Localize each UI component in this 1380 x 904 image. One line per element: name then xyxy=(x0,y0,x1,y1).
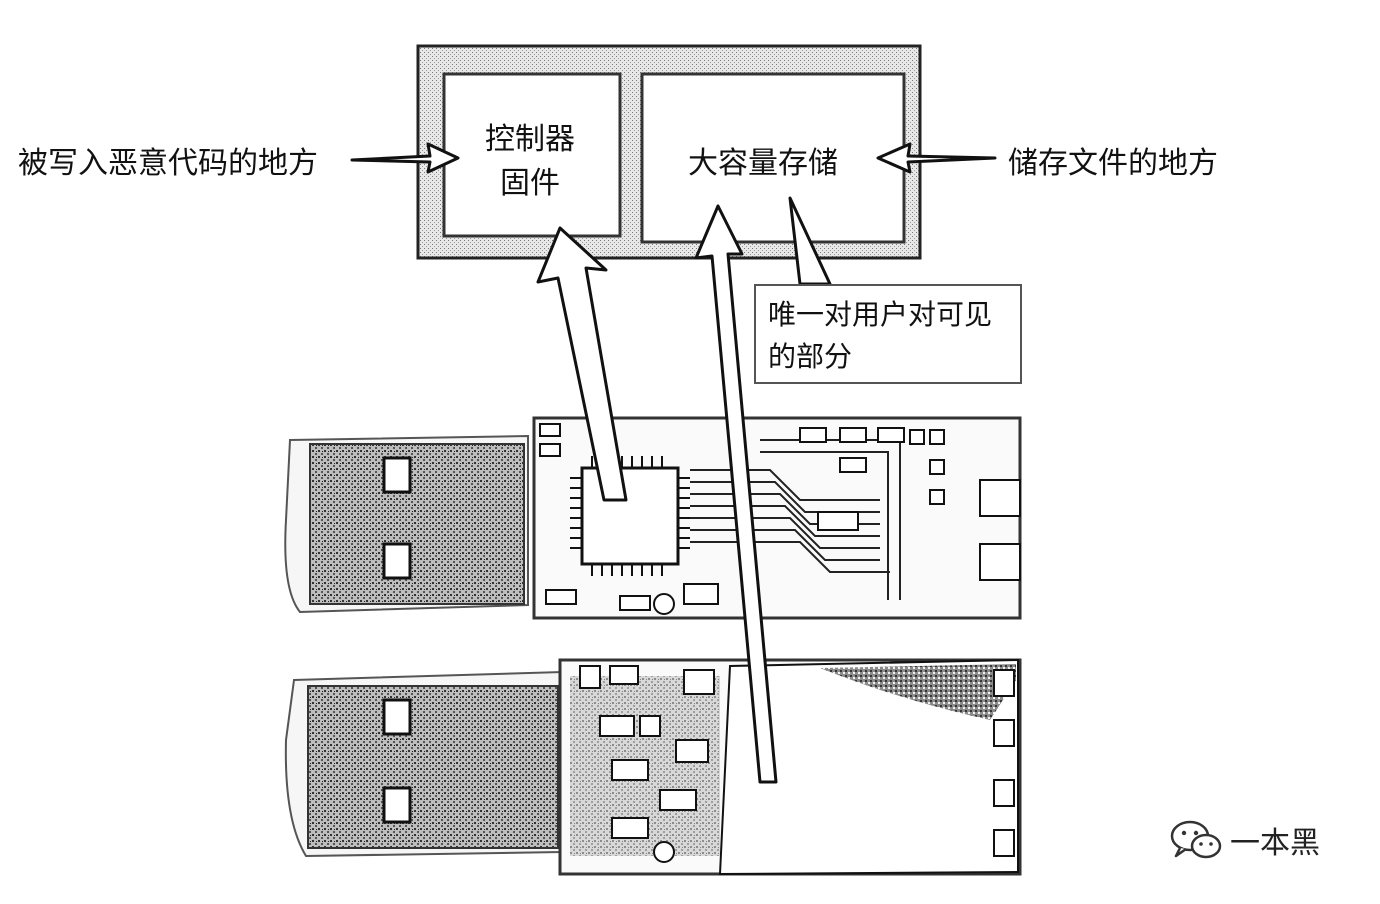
upper-pcb-board xyxy=(284,416,1022,620)
malicious-code-label: 被写入恶意代码的地方 xyxy=(18,146,318,181)
left-pointer-arrow xyxy=(350,142,460,174)
mass-storage-arrow xyxy=(694,204,778,784)
visible-part-callout-box xyxy=(754,284,1022,384)
flash-memory-chip xyxy=(718,658,1019,876)
right-pointer-arrow xyxy=(876,142,997,174)
controller-firmware-line-2: 固件 xyxy=(500,166,560,201)
controller-chip xyxy=(580,466,680,566)
firmware-arrow xyxy=(536,226,628,502)
watermark: 一本黑 xyxy=(1168,818,1320,862)
file-storage-label: 储存文件的地方 xyxy=(1008,146,1218,181)
lower-pcb-board xyxy=(284,658,1022,876)
usb-connector-upper xyxy=(309,443,525,605)
user-visible-part-label: 唯一对用户对可见 的部分 xyxy=(768,294,1018,378)
controller-firmware-line-1: 控制器 xyxy=(485,122,575,157)
controller-firmware-label: 控制器 固件 xyxy=(470,118,590,206)
mass-storage-label: 大容量存储 xyxy=(688,146,838,181)
firmware-block xyxy=(442,72,622,238)
user-visible-line-1: 唯一对用户对可见 xyxy=(768,298,993,331)
mass-storage-block xyxy=(640,72,906,244)
memory-diagram xyxy=(416,44,922,260)
watermark-text: 一本黑 xyxy=(1230,826,1320,861)
user-visible-line-2: 的部分 xyxy=(768,340,853,373)
usb-connector-lower xyxy=(307,685,559,849)
wechat-icon xyxy=(1170,820,1222,859)
